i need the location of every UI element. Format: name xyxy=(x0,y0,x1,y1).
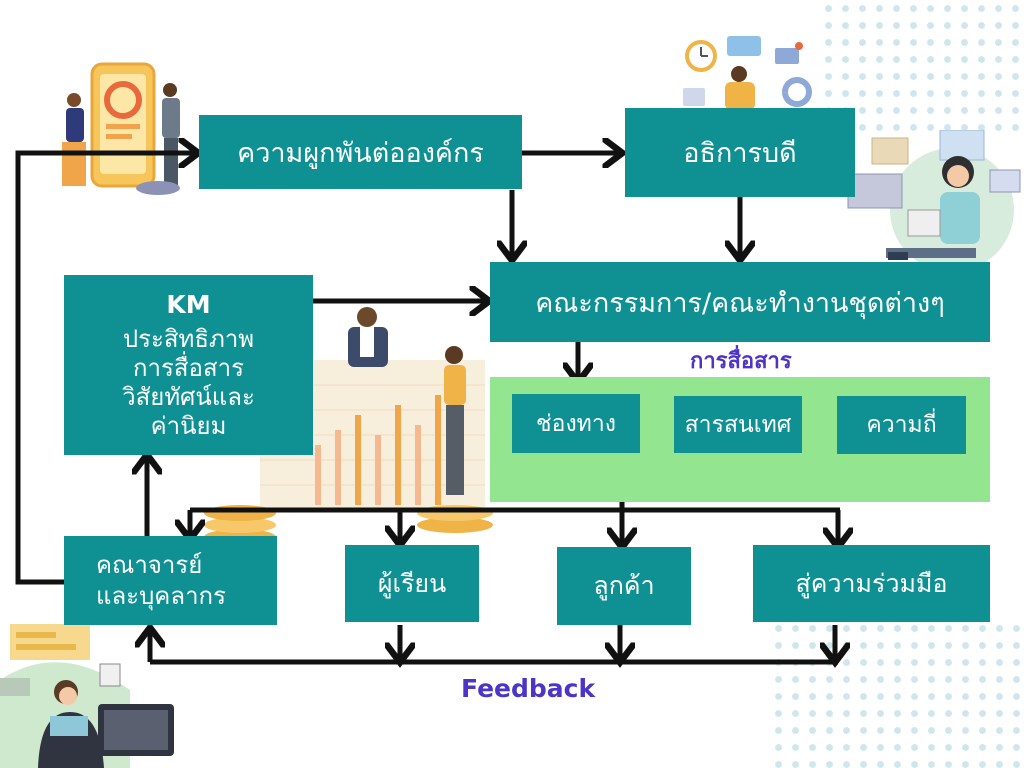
messaging-person-illustration xyxy=(683,36,812,110)
engagement-box: ความผูกพันต่อองค์กร xyxy=(199,115,522,189)
collaboration-box: สู่ความร่วมมือ xyxy=(753,545,990,622)
learners-label: ผู้เรียน xyxy=(377,568,447,598)
director-box: อธิการบดี xyxy=(625,108,855,197)
km-box: KM ประสิทธิภาพ การสื่อสาร วิสัยทัศน์และ … xyxy=(64,275,313,455)
committee-box: คณะกรรมการ/คณะทำงานชุดต่างๆ xyxy=(490,262,990,342)
faculty-line-2: และบุคลากร xyxy=(96,581,226,610)
office-worker-illustration xyxy=(0,624,174,768)
km-line-efficiency: ประสิทธิภาพ xyxy=(122,324,255,353)
dot-pattern-bottom-right xyxy=(770,620,1024,768)
information-box: สารสนเทศ xyxy=(674,396,802,453)
feedback-label: Feedback xyxy=(461,674,596,703)
engagement-label: ความผูกพันต่อองค์กร xyxy=(237,137,484,169)
km-line-values: ค่านิยม xyxy=(150,411,227,440)
collaboration-label: สู่ความร่วมมือ xyxy=(795,568,948,598)
faculty-box: คณาจารย์ และบุคลากร xyxy=(64,536,277,625)
faculty-line-1: คณาจารย์ xyxy=(96,550,203,579)
km-line-communication: การสื่อสาร xyxy=(133,353,244,382)
frequency-box: ความถี่ xyxy=(837,396,966,454)
customers-box: ลูกค้า xyxy=(557,547,691,625)
channel-label: ช่องทาง xyxy=(536,410,616,437)
communication-label: การสื่อสาร xyxy=(690,349,792,374)
learners-box: ผู้เรียน xyxy=(345,545,479,622)
director-label: อธิการบดี xyxy=(683,138,797,169)
frequency-label: ความถี่ xyxy=(866,412,937,438)
committee-label: คณะกรรมการ/คณะทำงานชุดต่างๆ xyxy=(535,287,945,319)
information-label: สารสนเทศ xyxy=(684,411,792,438)
arrow-faculty-to-engagement xyxy=(15,153,196,585)
km-title: KM xyxy=(166,289,211,319)
channel-box: ช่องทาง xyxy=(512,394,640,453)
customers-label: ลูกค้า xyxy=(593,571,655,600)
km-line-vision: วิสัยทัศน์และ xyxy=(122,382,255,411)
ceo-illustration xyxy=(847,130,1021,270)
